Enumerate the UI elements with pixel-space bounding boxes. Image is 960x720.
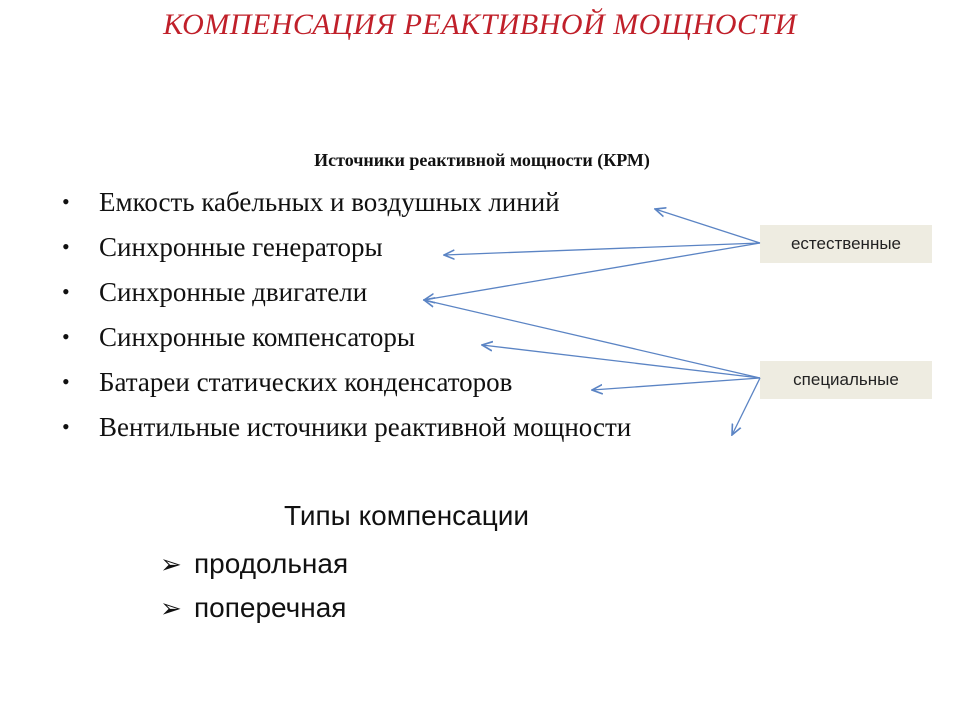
- bullet-dot-icon: •: [62, 234, 70, 259]
- bullet-dot-icon: •: [62, 414, 70, 439]
- type-label: поперечная: [194, 592, 347, 623]
- compensation-types-list: ➢ продольная ➢ поперечная: [160, 544, 348, 632]
- category-special-box: специальные: [760, 361, 932, 399]
- source-label: Вентильные источники реактивной мощности: [99, 412, 632, 442]
- bullet-dot-icon: •: [62, 369, 70, 394]
- arrow-special-to-compensators: [482, 345, 761, 379]
- checkmark-arrow-icon: ➢: [160, 593, 182, 623]
- list-item: ➢ поперечная: [160, 588, 348, 632]
- source-label: Синхронные генераторы: [99, 232, 383, 262]
- source-label: Синхронные двигатели: [99, 277, 368, 307]
- source-label: Емкость кабельных и воздушных линий: [99, 187, 560, 217]
- sources-subtitle: Источники реактивной мощности (КРМ): [314, 150, 650, 170]
- source-label: Батареи статических конденсаторов: [99, 367, 513, 397]
- arrow-special-to-valve-sources: [732, 377, 761, 435]
- slide-title: КОМПЕНСАЦИЯ РЕАКТИВНОЙ МОЩНОСТИ: [163, 8, 797, 41]
- arrow-natural-to-generators: [444, 242, 761, 255]
- bullet-dot-icon: •: [62, 324, 70, 349]
- type-label: продольная: [194, 548, 349, 579]
- category-natural-box: естественные: [760, 225, 932, 263]
- bullet-dot-icon: •: [62, 189, 70, 214]
- list-item: ➢ продольная: [160, 544, 348, 588]
- compensation-types-title: Типы компенсации: [284, 500, 530, 531]
- source-label: Синхронные компенсаторы: [99, 322, 416, 352]
- arrow-natural-to-lines: [655, 209, 761, 244]
- arrow-natural-to-motors: [424, 242, 761, 300]
- bullet-dot-icon: •: [62, 279, 70, 304]
- checkmark-arrow-icon: ➢: [160, 549, 182, 579]
- arrow-special-to-capacitors: [592, 377, 761, 390]
